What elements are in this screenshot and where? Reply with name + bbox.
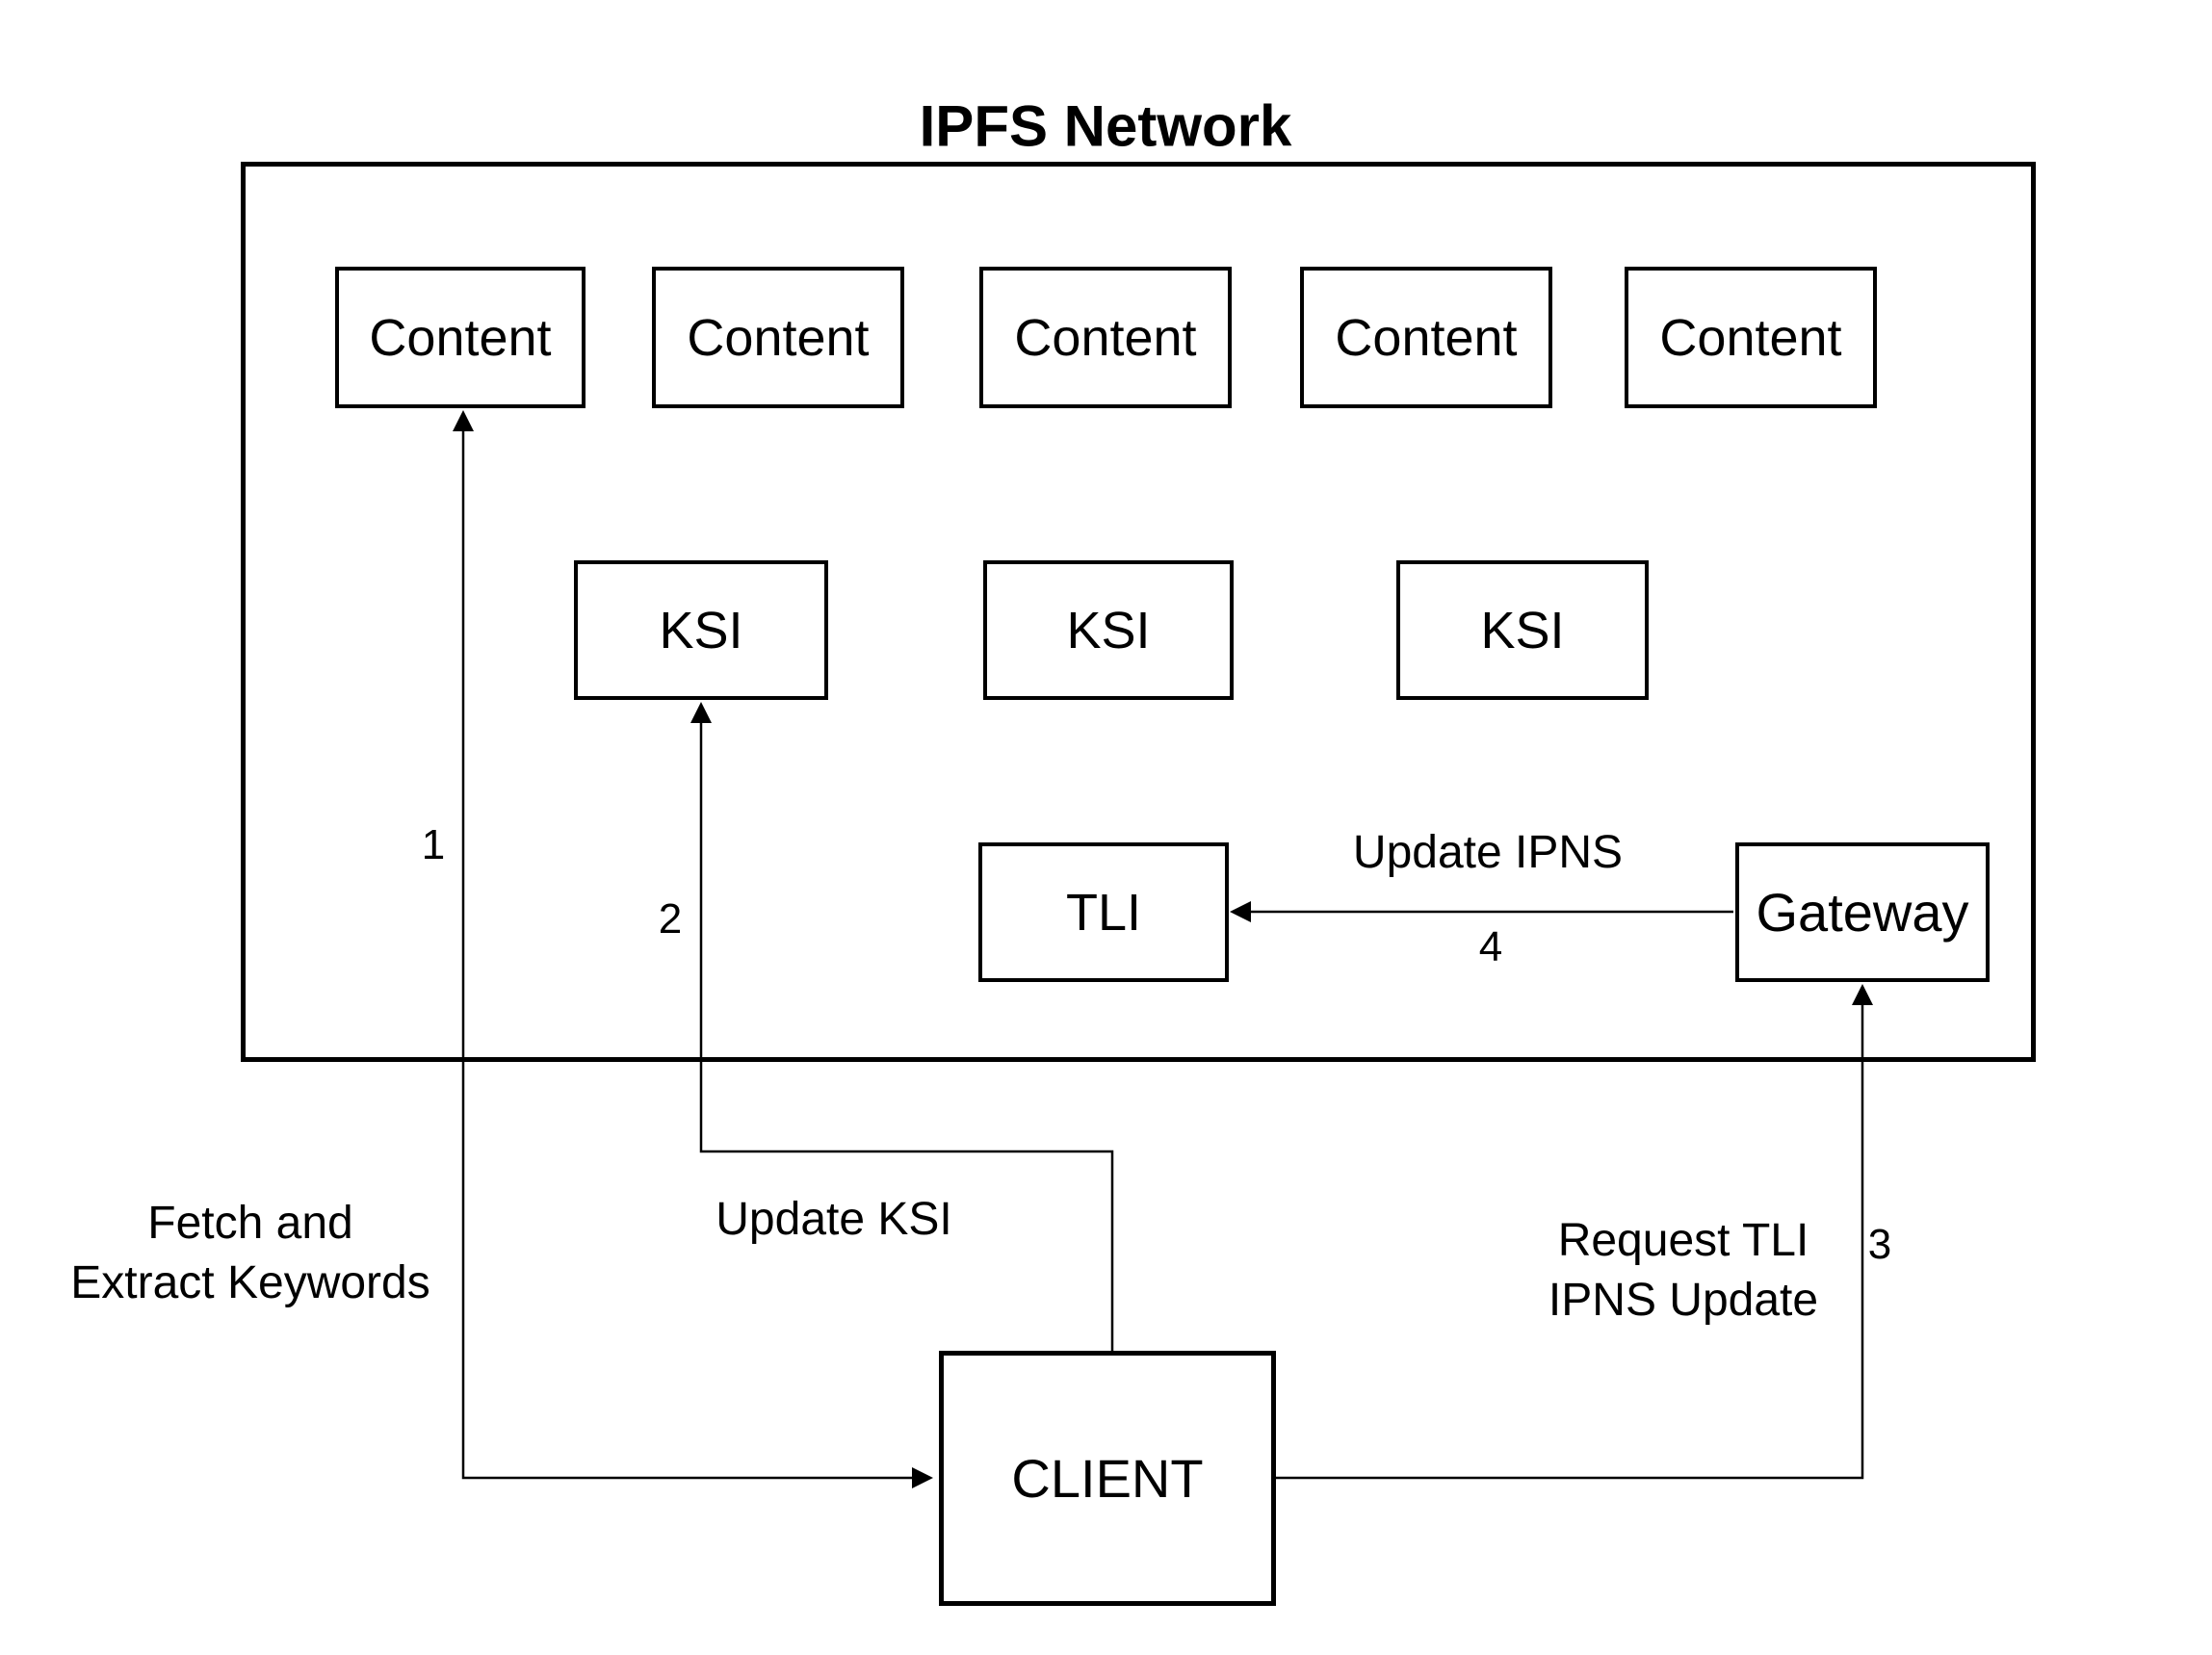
network-title: IPFS Network (919, 93, 1292, 159)
edge-request-tli-number: 3 (1867, 1221, 1892, 1268)
content-node-2: Content (652, 267, 904, 408)
network-boundary-box (241, 162, 2036, 1062)
edge-update-ipns-number: 4 (1478, 923, 1503, 970)
edge-request-tli-label: Request TLI IPNS Update (1548, 1211, 1818, 1331)
content-node-3: Content (979, 267, 1232, 408)
edge-request-tli (1271, 984, 1873, 1480)
ksi-node-1: KSI (574, 560, 828, 700)
content-node-1: Content (335, 267, 586, 408)
ksi-node-2: KSI (983, 560, 1234, 700)
content-node-5: Content (1625, 267, 1877, 408)
ksi-node-3: KSI (1396, 560, 1649, 700)
edge-fetch-label-line2: Extract Keywords (70, 1257, 430, 1308)
edge-update-ksi-arrowhead (690, 702, 712, 723)
edge-request-tli-label-line1: Request TLI (1557, 1215, 1809, 1266)
edge-fetch-arrowhead-client (912, 1467, 933, 1488)
edge-update-ksi-label: Update KSI (716, 1194, 952, 1245)
gateway-node: Gateway (1735, 842, 1990, 982)
edge-update-ipns-label: Update IPNS (1352, 827, 1624, 878)
edge-fetch-label-line1: Fetch and (147, 1198, 353, 1249)
edge-request-tli-arrowhead (1852, 984, 1873, 1005)
edge-fetch (453, 410, 933, 1488)
edge-fetch-label: Fetch and Extract Keywords (70, 1194, 429, 1313)
edge-update-ipns (1230, 901, 1733, 922)
edge-update-ipns-arrowhead (1230, 901, 1251, 922)
client-node: CLIENT (939, 1351, 1276, 1606)
edge-update-ksi (690, 702, 1114, 1351)
tli-node: TLI (978, 842, 1229, 982)
edge-request-tli-label-line2: IPNS Update (1548, 1275, 1819, 1326)
edge-update-ksi-line (699, 721, 1114, 1351)
edge-fetch-number: 1 (421, 821, 446, 868)
edge-fetch-line (461, 429, 913, 1480)
edge-fetch-arrowhead-content (453, 410, 474, 431)
edge-request-tli-line (1271, 1003, 1864, 1480)
edge-update-ksi-number: 2 (658, 895, 683, 943)
content-node-4: Content (1300, 267, 1552, 408)
